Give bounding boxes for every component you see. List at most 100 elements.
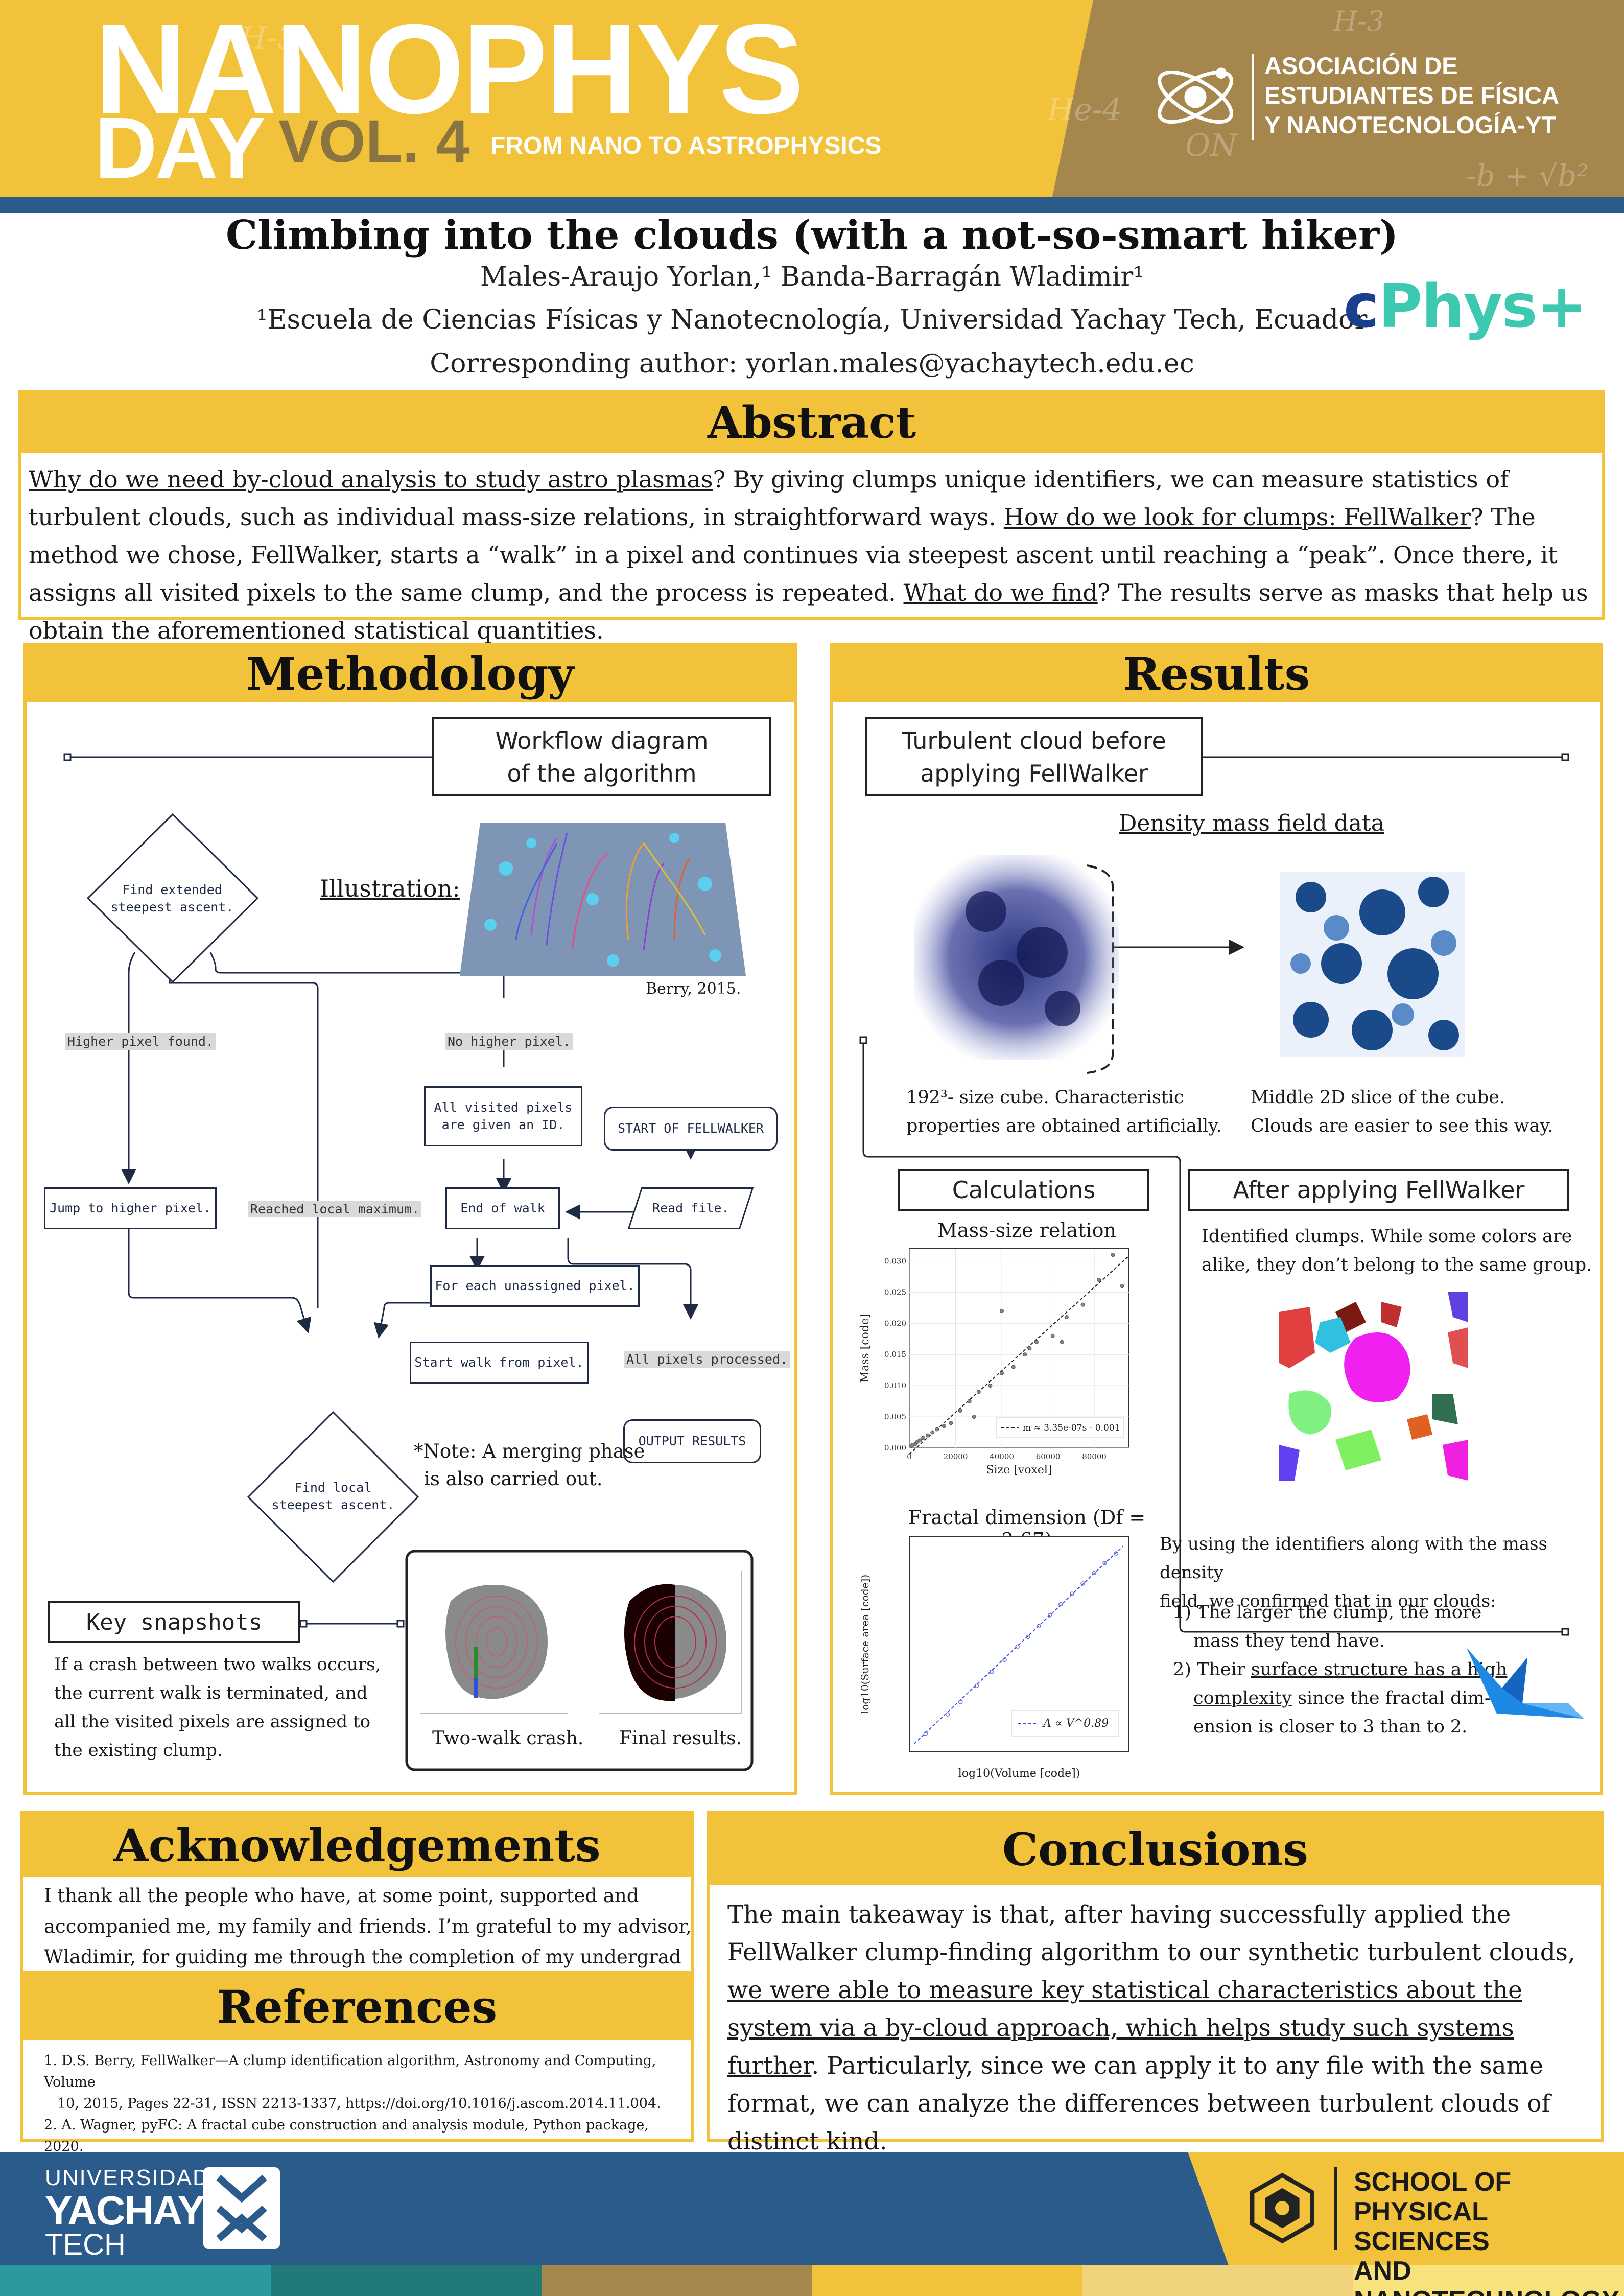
data-point — [1102, 1561, 1107, 1565]
after-text-line: Identified clumps. While some colors are — [1202, 1226, 1572, 1247]
methodology-heading: Methodology — [27, 646, 794, 702]
finding-2: 2) Their surface structure has a high co… — [1173, 1655, 1507, 1741]
abstract-question: What do we find — [903, 579, 1098, 606]
data-point — [1080, 1581, 1085, 1586]
methodology-section: Methodology — [23, 643, 797, 1795]
node-find-extended: Find extended steepest ascent. — [108, 876, 236, 922]
affiliation: ¹Escuela de Ciencias Físicas y Nanotecno… — [256, 304, 1368, 335]
x-tick-label: 20000 — [944, 1452, 968, 1461]
data-point — [1064, 1315, 1069, 1320]
univ-line: YACHAY — [45, 2188, 205, 2233]
cube-caption: 192³- size cube. Characteristic properti… — [906, 1083, 1221, 1140]
event-title-day: DAY — [95, 100, 266, 197]
node-for-each: For each unassigned pixel. — [430, 1265, 640, 1307]
x-tick-label: 80000 — [1082, 1452, 1107, 1461]
node-text: are given an ID. — [441, 1117, 565, 1132]
workflow-title-line: Workflow diagram — [495, 727, 709, 755]
abstract-question: Why do we need by-cloud analysis to stud… — [29, 465, 713, 493]
conclusions-sentence: The main takeaway is that, after having … — [727, 1901, 1575, 1966]
cphys-logo: cPhys+ — [1344, 271, 1587, 341]
corresponding-author: Corresponding author: yorlan.males@yacha… — [430, 348, 1194, 379]
stripe — [541, 2265, 812, 2296]
data-point — [913, 1442, 917, 1446]
y-tick-label: 0.000 — [884, 1443, 906, 1452]
y-tick-label: 0.015 — [884, 1350, 906, 1359]
node-start-walk: Start walk from pixel. — [410, 1342, 589, 1384]
association-line: ESTUDIANTES DE FÍSICA — [1264, 82, 1560, 109]
references-list: 1. D.S. Berry, FellWalker—A clump identi… — [44, 2050, 682, 2158]
abstract-question: How do we look for clumps: FellWalker — [1003, 503, 1471, 531]
finding-line: mass they tend have. — [1193, 1631, 1385, 1651]
stripe — [0, 2265, 271, 2296]
conclusions-sentence: . Particularly, since we can apply it to… — [727, 2052, 1550, 2156]
snapshots-line: the current walk is terminated, and — [54, 1683, 368, 1703]
findings-intro: By using the identifiers along with the … — [1160, 1530, 1600, 1615]
event-tagline: FROM NANO TO ASTROPHYSICS — [490, 132, 882, 159]
school-line: SCHOOL OF — [1354, 2167, 1512, 2197]
density-title: Density mass field data — [1119, 810, 1384, 836]
node-text: Find extended — [122, 882, 222, 897]
authors: Males-Araujo Yorlan,¹ Banda-Barragán Wla… — [480, 262, 1144, 292]
illustration-credit: Berry, 2015. — [646, 980, 741, 998]
flowchart-connectors — [63, 753, 754, 1771]
univ-line: UNIVERSIDAD — [45, 2165, 210, 2190]
slice-caption: Middle 2D slice of the cube. Clouds are … — [1251, 1083, 1554, 1140]
data-point — [1000, 1371, 1004, 1375]
data-point — [1036, 1624, 1041, 1629]
finding-text: 2) Their — [1173, 1659, 1251, 1680]
cube-image — [914, 855, 1119, 1060]
reference-item: 2. A. Wagner, pyFC: A fractal cube const… — [44, 2115, 682, 2158]
data-point — [989, 1670, 994, 1674]
node-text: Read file. — [652, 1201, 729, 1215]
slice-image — [1280, 872, 1465, 1057]
crash-caption: Two-walk crash. — [432, 1728, 584, 1749]
abstract-sentence: ? The method we chose, FellWalker, start… — [29, 503, 1558, 606]
poster-title: Climbing into the clouds (with a not-so-… — [226, 212, 1398, 259]
event-volume: VOL. 4 — [278, 108, 469, 175]
footer-yellow-band — [1188, 2152, 1624, 2265]
label-higher-found: Higher pixel found. — [65, 1033, 216, 1050]
data-point — [917, 1438, 922, 1443]
cube-caption-line: properties are obtained artificially. — [906, 1116, 1222, 1136]
after-text-line: alike, they don’t belong to the same gro… — [1202, 1255, 1592, 1275]
y-tick-label: 0.030 — [884, 1256, 906, 1266]
conclusions-section: Conclusions The main takeaway is that, a… — [707, 1811, 1604, 2156]
stripe — [812, 2265, 1083, 2296]
data-point — [1058, 1602, 1063, 1607]
finding-1: 1) The larger the clump, the more mass t… — [1173, 1598, 1481, 1655]
before-title-box: Turbulent cloud before applying FellWalk… — [865, 717, 1203, 796]
data-point — [1092, 1571, 1096, 1576]
x-axis-label: log10(Volume [code]) — [958, 1767, 1080, 1780]
association-line: ASOCIACIÓN DE — [1264, 52, 1458, 79]
abstract-text: Why do we need by-cloud analysis to stud… — [29, 460, 1597, 649]
node-find-local: Find local steepest ascent. — [271, 1473, 395, 1519]
snapshots-line: the existing clump. — [54, 1740, 223, 1761]
data-point — [1015, 1644, 1020, 1649]
references-section: References 1. D.S. Berry, FellWalker—A c… — [20, 1974, 694, 2154]
data-point — [930, 1430, 935, 1435]
stripe — [270, 2265, 542, 2296]
node-end-walk: End of walk — [445, 1187, 560, 1229]
data-point — [1050, 1333, 1055, 1338]
node-read-file: Read file. — [627, 1187, 754, 1229]
crane-icon — [1466, 1647, 1584, 1719]
acknowledgements-text: I thank all the people who have, at some… — [44, 1881, 698, 2003]
data-point — [926, 1433, 930, 1438]
workflow-title-box: Workflow diagram of the algorithm — [432, 717, 771, 796]
label-all-processed: All pixels processed. — [624, 1351, 790, 1368]
snapshots-line: If a crash between two walks occurs, — [54, 1654, 381, 1675]
before-title-line: applying FellWalker — [920, 759, 1148, 787]
final-caption: Final results. — [619, 1728, 742, 1749]
conclusions-text: The main takeaway is that, after having … — [727, 1896, 1596, 2161]
snapshots-text: If a crash between two walks occurs, the… — [54, 1650, 381, 1765]
data-point — [976, 1390, 981, 1394]
finding-underlined: complexity — [1193, 1688, 1292, 1708]
node-text: All visited pixels — [434, 1100, 573, 1115]
note-line: is also carried out. — [424, 1468, 603, 1490]
data-point — [1114, 1551, 1119, 1556]
conclusions-highlight: we were able to measure key statistical … — [727, 1976, 1522, 2080]
data-point — [1070, 1591, 1074, 1596]
key-snapshots-title: Key snapshots — [48, 1601, 300, 1643]
abstract-section: Abstract Why do we need by-cloud analysi… — [18, 390, 1605, 644]
reference-line: 10, 2015, Pages 22-31, ISSN 2213-1337, h… — [57, 2096, 661, 2112]
